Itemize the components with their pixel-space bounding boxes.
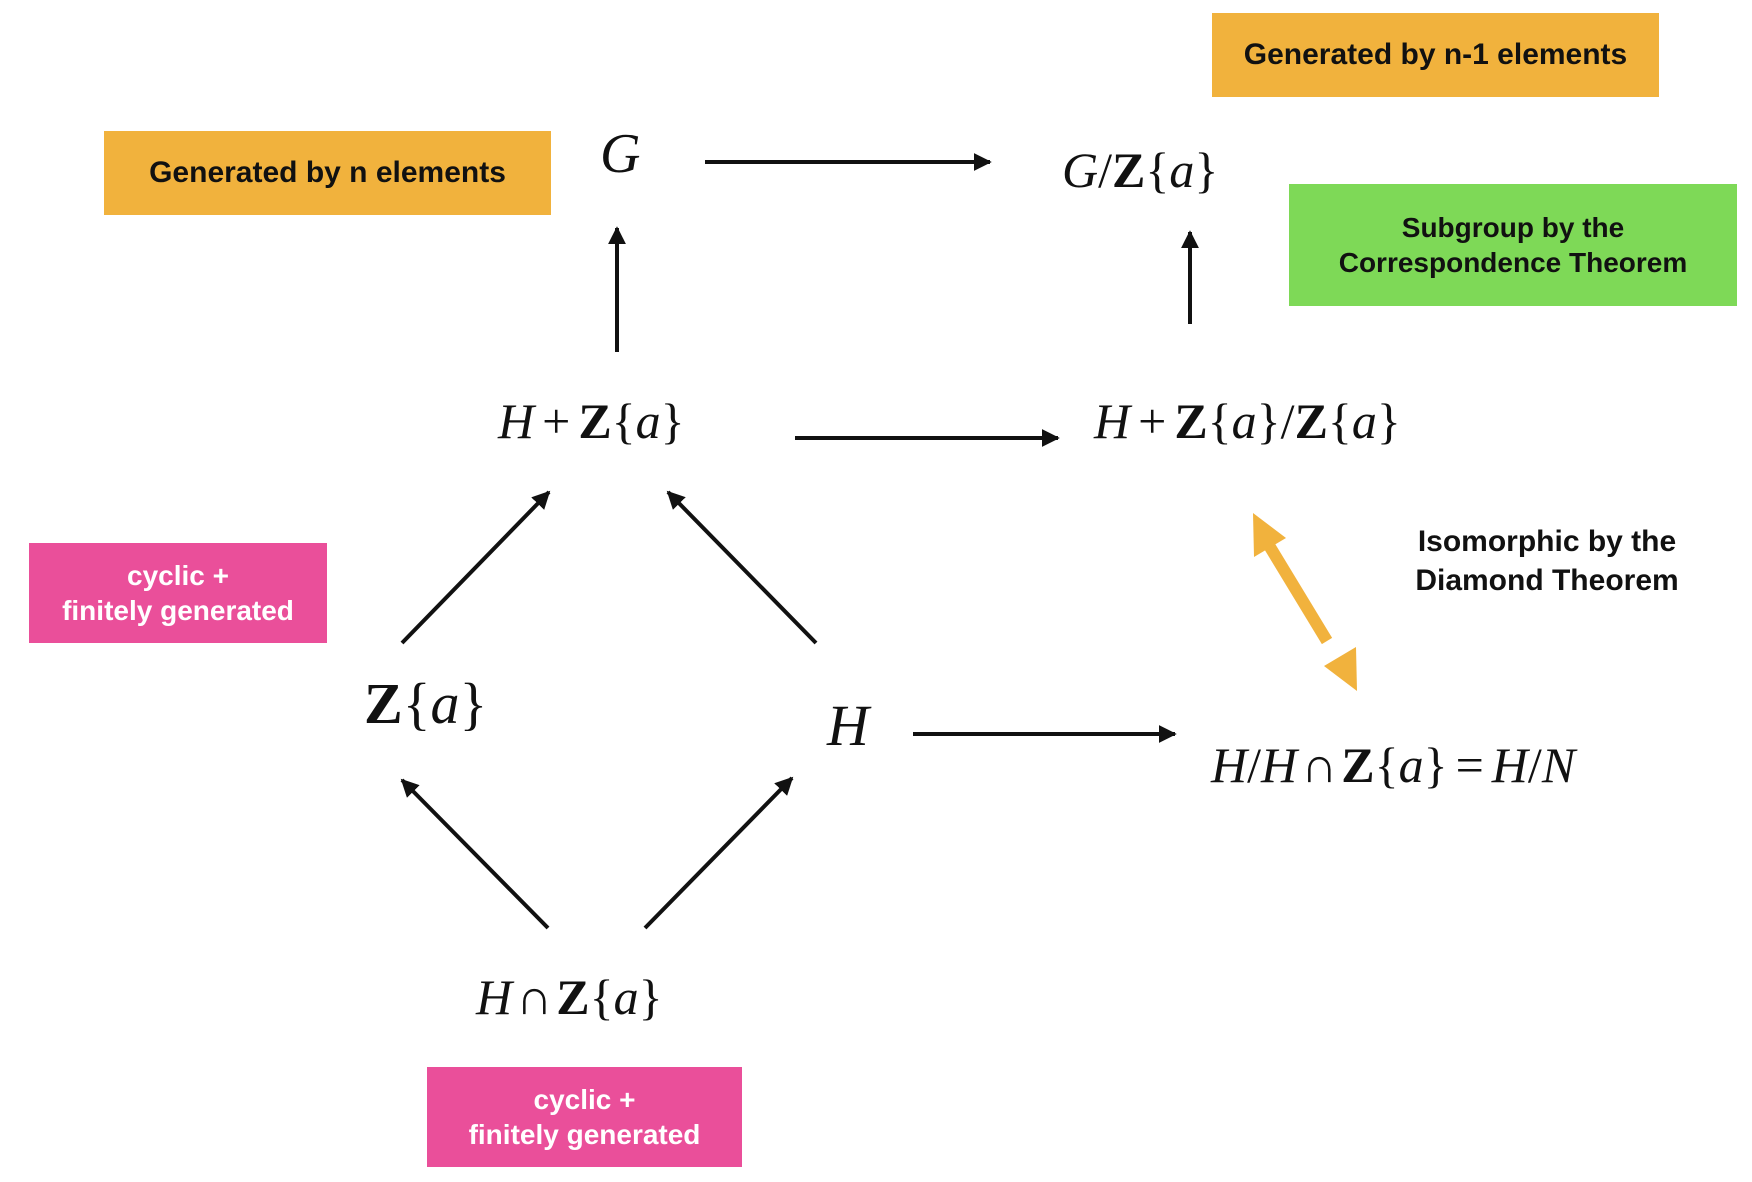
node-H-plus-Z: H+Z{a} xyxy=(498,393,685,449)
node-H-quotient: H/H∩Z{a}=H/N xyxy=(1211,737,1576,793)
node-G-quotient: G/Z{a} xyxy=(1062,142,1219,198)
arrow-H-to-HZ xyxy=(666,490,818,645)
label-cyclic-bottom: cyclic + finitely generated xyxy=(427,1067,742,1167)
node-H: H xyxy=(827,693,869,758)
arrow-cap-to-Za xyxy=(400,778,550,930)
node-Z-a: Z{a} xyxy=(364,671,488,736)
arrow-Za-to-HZ xyxy=(400,490,551,645)
node-G: G xyxy=(600,123,641,185)
node-H-plus-Z-quotient: H+Z{a}/Z{a} xyxy=(1094,393,1401,449)
label-isomorphic-diamond: Isomorphic by the Diamond Theorem xyxy=(1415,525,1679,597)
node-H-cap-Z: H∩Z{a} xyxy=(476,969,663,1025)
iso-double-arrow xyxy=(1253,513,1357,691)
label-subgroup-correspondence: Subgroup by the Correspondence Theorem xyxy=(1289,184,1737,306)
label-generated-n-minus-1: Generated by n-1 elements xyxy=(1212,13,1659,97)
label-generated-n: Generated by n elements xyxy=(104,131,551,215)
arrow-cap-to-H xyxy=(643,776,794,930)
label-cyclic-left: cyclic + finitely generated xyxy=(29,543,327,643)
